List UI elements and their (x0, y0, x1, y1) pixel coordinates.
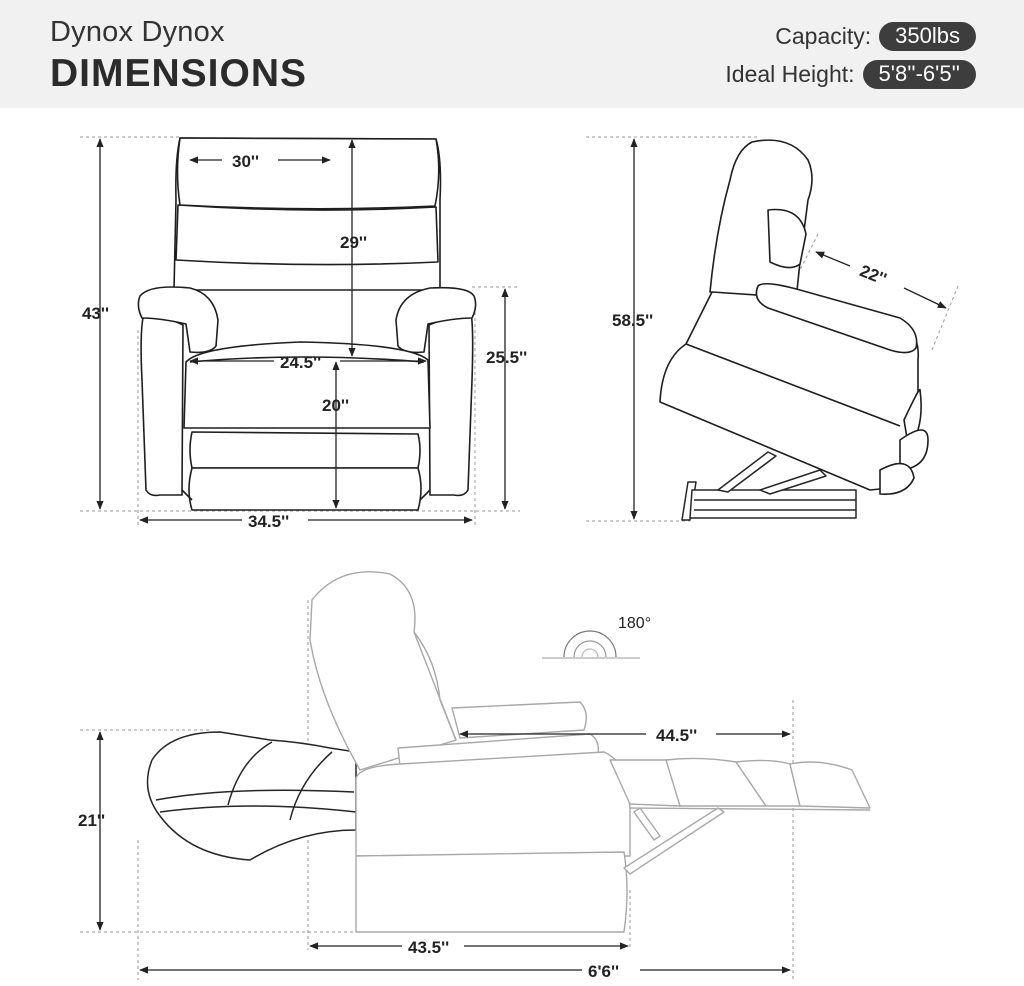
header-bar: Dynox Dynox DIMENSIONS Capacity: 350lbs … (0, 0, 1024, 108)
ideal-height-row: Ideal Height: 5'8''-6'5'' (725, 60, 976, 89)
front-seat-width-label: 24.5'' (280, 353, 321, 372)
recline-footrest-length-label: 44.5'' (656, 726, 697, 745)
ideal-height-label: Ideal Height: (725, 61, 855, 87)
side-total-height-label: 58.5'' (612, 311, 653, 330)
capacity-row: Capacity: 350lbs (775, 22, 976, 51)
reclined-chair (80, 571, 871, 980)
front-seat-height-label: 20'' (322, 396, 349, 415)
ideal-height-badge: 5'8''-6'5'' (862, 60, 976, 89)
front-back-height-label: 29'' (340, 233, 367, 252)
front-total-width-label: 34.5'' (248, 512, 289, 531)
front-back-width-label: 30'' (232, 152, 259, 171)
reclined-dimensions: 44.5'' 21'' 43.5'' 6'6'' (78, 726, 791, 981)
side-view-chair (586, 136, 959, 522)
front-view-dimensions: 30'' 29'' 43'' 24.5'' 20'' 25.5'' 34.5'' (82, 138, 527, 531)
recline-total-length-label: 6'6'' (588, 962, 619, 981)
front-arm-height-label: 25.5'' (486, 348, 527, 367)
side-view-dimensions: 58.5'' 22'' (612, 138, 947, 520)
recline-angle-label: 180° (618, 615, 651, 632)
recline-base-depth-label: 43.5'' (408, 938, 449, 957)
side-seat-depth-label: 22'' (857, 261, 889, 289)
recline-angle-indicator: 180° (542, 615, 651, 659)
page-title: DIMENSIONS (50, 52, 308, 95)
front-view-chair (80, 136, 520, 528)
recline-height-label: 21'' (78, 811, 105, 830)
brand-name: Dynox Dynox (50, 16, 225, 48)
capacity-badge: 350lbs (879, 22, 976, 51)
front-total-height-label: 43'' (82, 304, 109, 323)
capacity-label: Capacity: (775, 23, 872, 49)
